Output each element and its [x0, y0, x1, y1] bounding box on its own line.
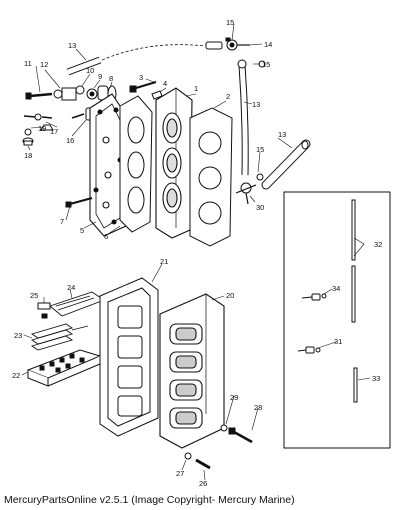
- stud-washer[interactable]: [184, 452, 192, 460]
- plate-washer[interactable]: [220, 424, 228, 432]
- callout-25: 25: [30, 291, 38, 300]
- callout-3: 3: [139, 73, 143, 82]
- callout-9: 9: [98, 72, 102, 81]
- thermostat-bolt-assembly[interactable]: [25, 85, 117, 103]
- bleed-fitting-top[interactable]: [205, 37, 250, 51]
- bleed-hose-vertical[interactable]: [237, 59, 266, 176]
- callout-28: 28: [254, 403, 262, 412]
- callout-10: 10: [86, 66, 94, 75]
- reed-stop[interactable]: [37, 302, 51, 319]
- callout-15-mid: 15: [262, 60, 270, 69]
- callout-29: 29: [230, 393, 238, 402]
- callout-4: 4: [163, 79, 167, 88]
- callout-8: 8: [109, 74, 113, 83]
- callout-1: 1: [194, 84, 198, 93]
- inset-tube-long[interactable]: [351, 199, 356, 323]
- exploded-parts-diagram: 1 2 3 4 5 6 7 8 9 10 11 12 13 13 13 14 1…: [12, 18, 391, 488]
- callout-6: 6: [104, 232, 108, 241]
- reed-petals[interactable]: [30, 323, 89, 351]
- callout-24: 24: [67, 283, 75, 292]
- callout-7: 7: [60, 217, 64, 226]
- callout-5: 5: [80, 226, 84, 235]
- callout-13-top: 13: [68, 41, 76, 50]
- callout-12: 12: [40, 60, 48, 69]
- callout-32: 32: [374, 240, 382, 249]
- leader-lines: [21, 23, 371, 481]
- callout-31: 31: [334, 337, 342, 346]
- plate-bolt[interactable]: [228, 427, 253, 444]
- callout-15-low: 15: [256, 145, 264, 154]
- callout-20: 20: [226, 291, 234, 300]
- bleed-hose-long[interactable]: [261, 139, 311, 190]
- callout-27: 27: [176, 469, 184, 478]
- intake-manifold-gasket[interactable]: [99, 277, 159, 437]
- callout-34: 34: [332, 284, 340, 293]
- tee-fitting[interactable]: [235, 173, 264, 205]
- callout-11: 11: [24, 59, 32, 68]
- head-cover-gasket[interactable]: [119, 95, 153, 233]
- reed-block-spacer[interactable]: [49, 291, 105, 317]
- anode-bolt[interactable]: [23, 113, 54, 131]
- bleed-hose-top[interactable]: [66, 44, 206, 76]
- callout-30: 30: [256, 203, 264, 212]
- head-bolt[interactable]: [129, 81, 163, 100]
- inset-fitting-b[interactable]: [297, 346, 321, 354]
- callout-13-right: 13: [278, 130, 286, 139]
- callout-19: 19: [38, 124, 46, 133]
- callout-22: 22: [12, 371, 20, 380]
- callout-21: 21: [160, 257, 168, 266]
- inset-tube-short[interactable]: [353, 367, 358, 403]
- anode[interactable]: [22, 128, 34, 146]
- intake-manifold-plate[interactable]: [159, 293, 225, 449]
- callout-33: 33: [372, 374, 380, 383]
- kit-inset-box: [283, 191, 391, 449]
- copyright-caption: MercuryPartsOnline v2.5.1 (Image Copyrig…: [4, 494, 295, 506]
- callout-18: 18: [24, 151, 32, 160]
- callout-labels: 1 2 3 4 5 6 7 8 9 10 11 12 13 13 13 14 1…: [12, 18, 382, 488]
- inset-fitting-a[interactable]: [301, 293, 327, 301]
- callout-23: 23: [14, 331, 22, 340]
- callout-14: 14: [264, 40, 272, 49]
- cylinder-head[interactable]: [155, 87, 193, 239]
- callout-16: 16: [66, 136, 74, 145]
- callout-26: 26: [199, 479, 207, 488]
- callout-13-mid: 13: [252, 100, 260, 109]
- stud[interactable]: [195, 458, 211, 470]
- callout-17: 17: [50, 127, 58, 136]
- callout-15-top: 15: [226, 18, 234, 27]
- reed-block[interactable]: [26, 349, 102, 387]
- callout-2: 2: [226, 92, 230, 101]
- cover-bolt[interactable]: [65, 197, 93, 208]
- head-gasket[interactable]: [189, 107, 233, 247]
